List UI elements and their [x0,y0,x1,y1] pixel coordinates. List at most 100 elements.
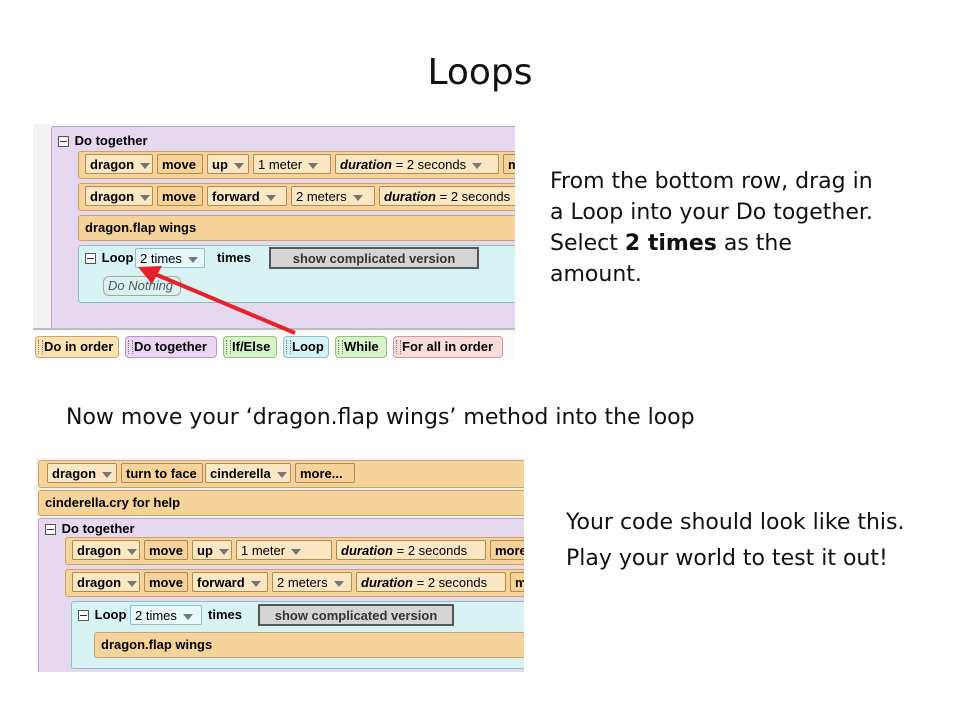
method-name: move [144,572,188,592]
palette-while[interactable]: While [335,336,387,358]
amount-value: 2 meters [296,189,347,204]
direction-value: forward [212,189,260,204]
chevron-down-icon [140,194,151,201]
method-row-move-up[interactable]: dragon move up 1 meter duration = 2 seco… [78,151,515,179]
object-name: dragon [52,466,97,481]
chevron-down-icon [250,580,261,587]
duration-label: duration [361,575,413,590]
times-label: times [217,250,251,265]
palette-if-else[interactable]: If/Else [223,336,277,358]
object-dropdown[interactable]: dragon [72,572,140,592]
duration-dropdown[interactable]: duration = 2 seconds [335,154,499,174]
method-row-move-forward[interactable]: dragon move forward 2 meters duration = … [78,183,515,211]
duration-label: duration [341,543,393,558]
object-dropdown[interactable]: dragon [85,186,153,206]
show-complicated-version-button[interactable]: show complicated version [258,604,454,626]
control-palette: Do in order Do together If/Else Loop Whi… [33,328,515,360]
do-together-label: Do together [74,133,148,148]
flap-wings-label: dragon.flap wings [85,220,197,235]
chevron-down-icon [140,162,151,169]
instruction-top-text: From the bottom row, drag in a Loop into… [550,169,873,256]
loop-count: 2 times [135,608,177,623]
loop-inner-flap-wings[interactable]: dragon.flap wings [94,632,524,658]
palette-for-all-in-order[interactable]: For all in order [393,336,503,358]
amount-value: 2 meters [277,575,328,590]
method-row-flap-wings[interactable]: dragon.flap wings [78,215,515,241]
collapse-icon[interactable] [45,524,56,536]
method-name: move [157,154,203,174]
instruction-bottom: Your code should look like this. Play yo… [566,510,905,571]
method-name: move [157,186,203,206]
object-name: dragon [77,575,122,590]
amount-dropdown[interactable]: 2 meters [272,572,352,592]
palette-do-together[interactable]: Do together [125,336,217,358]
duration-dropdown[interactable]: duration = 2 seconds [379,186,515,206]
more-button[interactable]: more... [295,463,355,483]
loop-block[interactable]: Loop 2 times times show complicated vers… [78,245,515,303]
turn-to-face-row[interactable]: dragon turn to face cinderella more... [38,460,524,488]
chevron-down-icon [276,471,287,478]
do-together-block[interactable]: Do together dragon move up 1 meter durat… [38,518,524,672]
direction-dropdown[interactable]: forward [192,572,268,592]
object-dropdown[interactable]: dragon [72,540,140,560]
show-complicated-version-button[interactable]: show complicated version [269,247,479,269]
duration-label: duration [384,189,436,204]
times-label: times [208,607,242,622]
amount-value: 1 meter [241,543,286,558]
duration-dropdown[interactable]: duration = 2 seconds [336,540,486,560]
instruction-top: From the bottom row, drag in a Loop into… [550,166,890,290]
direction-dropdown[interactable]: up [207,154,249,174]
duration-dropdown[interactable]: duration = 2 seconds [356,572,506,592]
loop-label: Loop [94,607,127,622]
loop-block[interactable]: Loop 2 times times show complicated vers… [71,601,524,669]
method-row-move-up[interactable]: dragon move up 1 meter duration = 2 seco… [65,537,524,565]
more-button[interactable]: m [503,154,515,174]
more-button[interactable]: mo [510,572,524,592]
loop-count: 2 times [140,251,182,266]
amount-dropdown[interactable]: 1 meter [236,540,332,560]
amount-dropdown[interactable]: 2 meters [291,186,375,206]
chevron-down-icon [352,194,363,201]
target-dropdown[interactable]: cinderella [205,463,291,483]
loop-count-dropdown[interactable]: 2 times [130,605,202,625]
method-row-move-forward[interactable]: dragon move forward 2 meters duration = … [65,569,524,597]
loop-label: Loop [101,250,134,265]
chevron-down-icon [472,162,483,169]
chevron-down-icon [102,471,113,478]
chevron-down-icon [127,548,138,555]
chevron-down-icon [291,548,302,555]
duration-value: = 2 seconds [416,575,488,590]
screenshot-bottom: dragon turn to face cinderella more... c… [36,458,524,672]
object-name: dragon [90,157,135,172]
more-button[interactable]: more... [490,540,524,560]
object-dropdown[interactable]: dragon [47,463,117,483]
collapse-icon[interactable] [58,136,69,148]
chevron-down-icon [218,548,229,555]
collapse-icon[interactable] [78,610,89,622]
chevron-down-icon [233,162,244,169]
instruction-top-end: as the amount. [550,231,792,287]
object-name: dragon [77,543,122,558]
screenshot-top: Do together dragon move up 1 meter durat… [33,124,515,360]
direction-dropdown[interactable]: up [192,540,232,560]
cry-for-help-row[interactable]: cinderella.cry for help [38,490,524,516]
object-dropdown[interactable]: dragon [85,154,153,174]
method-name: move [144,540,188,560]
duration-label: duration [340,157,392,172]
direction-dropdown[interactable]: forward [207,186,287,206]
chevron-down-icon [187,256,198,263]
palette-loop[interactable]: Loop [283,336,329,358]
chevron-down-icon [182,613,193,620]
chevron-down-icon [127,580,138,587]
loop-count-dropdown[interactable]: 2 times [135,248,205,268]
amount-dropdown[interactable]: 1 meter [253,154,331,174]
direction-value: up [197,543,213,558]
method-name: turn to face [121,463,203,483]
target-value: cinderella [210,466,271,481]
palette-do-in-order[interactable]: Do in order [35,336,119,358]
collapse-icon[interactable] [85,253,96,265]
do-together-block[interactable]: Do together dragon move up 1 meter durat… [51,126,515,336]
do-nothing-placeholder: Do Nothing [103,276,181,296]
instruction-top-bold: 2 times [624,231,717,256]
duration-value: = 2 seconds [439,189,511,204]
